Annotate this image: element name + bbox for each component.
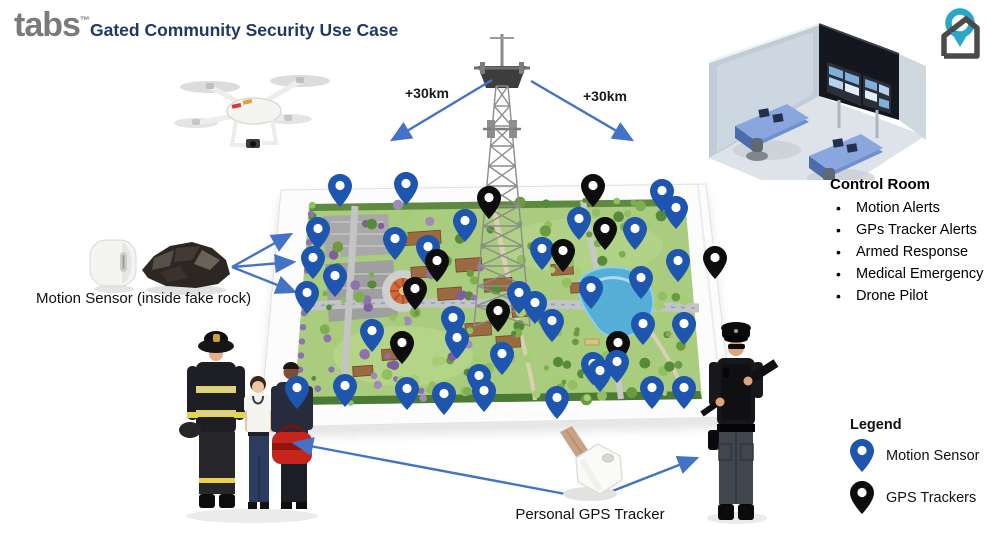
brand-trademark: ™	[79, 15, 90, 27]
list-item: GPs Tracker Alerts	[830, 219, 996, 241]
control-room-panel: Control Room Motion Alerts GPs Tracker A…	[830, 176, 996, 307]
responder-with-bag-figure	[271, 362, 313, 509]
armed-officer-photo	[700, 322, 779, 524]
operator-desks	[733, 104, 883, 180]
house-pin-logo-icon	[941, 8, 980, 59]
page-title: Gated Community Security Use Case	[90, 20, 399, 40]
list-item: Armed Response	[830, 241, 996, 263]
control-room-illustration	[708, 22, 926, 180]
legend-panel: Legend Motion Sensor GPS Trackers	[850, 417, 996, 523]
emt-woman-figure	[244, 376, 276, 509]
legend-label: GPS Trackers	[886, 489, 977, 506]
range-label-right: +30km	[583, 88, 627, 104]
legend-row-gps: GPS Trackers	[850, 481, 996, 514]
list-item: Medical Emergency	[830, 263, 996, 285]
brand-logo: tabs™	[14, 8, 90, 42]
drone-illustration	[174, 75, 330, 148]
first-responders-photo	[179, 331, 318, 523]
range-label-left: +30km	[405, 85, 449, 101]
legend-label: Motion Sensor	[886, 447, 980, 464]
legend-row-motion: Motion Sensor	[850, 439, 996, 472]
map-board-edge	[260, 417, 734, 433]
control-room-list: Motion Alerts GPs Tracker Alerts Armed R…	[830, 197, 996, 307]
fake-rock	[142, 242, 230, 295]
control-room-heading: Control Room	[830, 176, 930, 193]
motion-sensor-label: Motion Sensor (inside fake rock)	[36, 290, 252, 307]
video-wall	[827, 62, 891, 138]
list-item: Motion Alerts	[830, 197, 996, 219]
gps-tracker-pin-icon	[850, 481, 874, 514]
motion-sensor-device	[89, 239, 137, 293]
list-item: Drone Pilot	[830, 285, 996, 307]
brand-text: tabs	[14, 6, 81, 44]
motion-sensor-pin-icon	[850, 439, 874, 472]
tower-lattice	[473, 85, 531, 327]
legend-heading: Legend	[850, 417, 902, 433]
gps-tracker-label: Personal GPS Tracker	[515, 506, 665, 523]
gps-tracker-device	[560, 426, 623, 501]
cell-tower-illustration	[473, 34, 531, 327]
firefighter-figure	[179, 331, 245, 508]
